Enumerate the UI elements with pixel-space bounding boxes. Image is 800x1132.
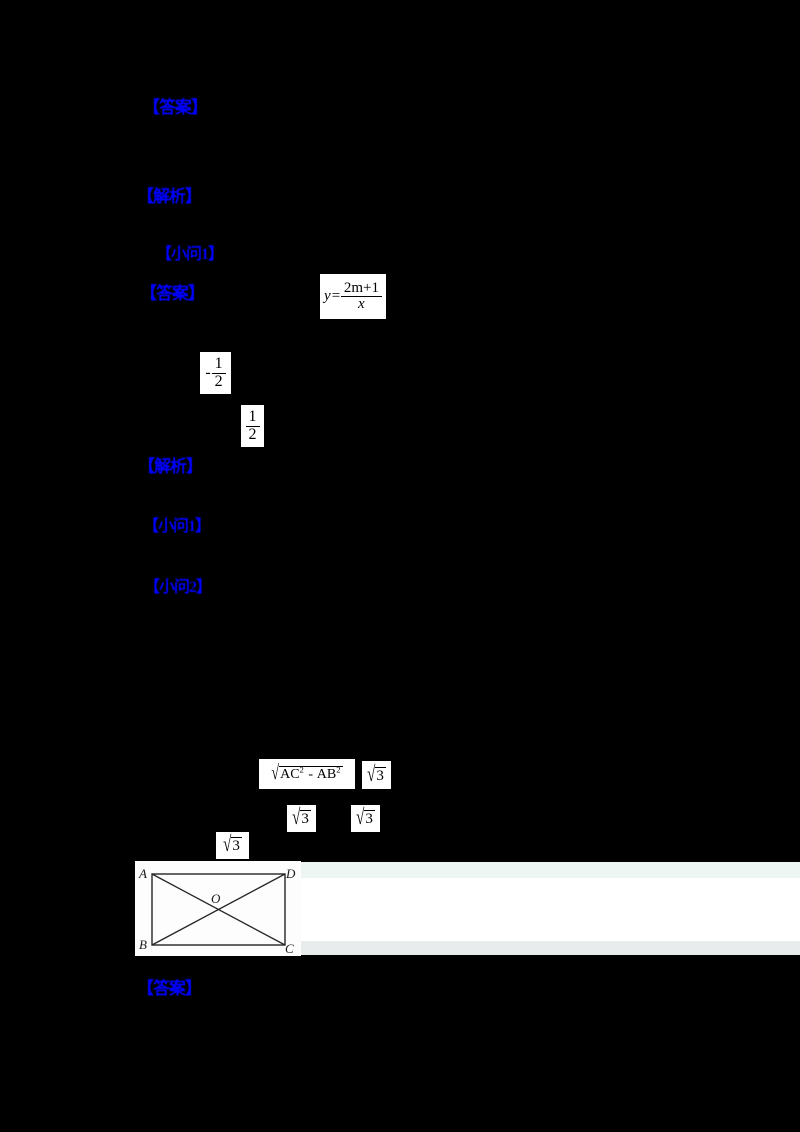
radical-sign-icon: √ <box>271 762 280 785</box>
fraction-neg-half-expression: - 1 2 <box>205 355 226 390</box>
radical-exponent-2: 2 <box>336 764 341 775</box>
rectangle-abcd-diagram: A D B C O <box>138 866 296 956</box>
radical-sign-icon: √ <box>223 833 232 857</box>
radical-three-b: √ 3 <box>287 805 316 832</box>
fraction-one-half: 1 2 <box>241 405 264 447</box>
radical-three-c-radicand: 3 <box>364 810 375 827</box>
formula-reciprocal-function: y= 2m+1 x <box>320 274 386 319</box>
formula-denominator: x <box>358 296 365 312</box>
radical-body: AC2 - AB2 <box>279 764 343 782</box>
formula-reciprocal-expression: y= 2m+1 x <box>324 280 382 313</box>
fraction-sign: - <box>205 364 211 381</box>
vertex-label-a: A <box>138 866 147 881</box>
formula-fraction: 2m+1 x <box>340 280 382 313</box>
diagonal-bd <box>151 873 286 946</box>
fraction-denominator: 2 <box>214 372 223 390</box>
fraction-body-2: 1 2 <box>245 408 260 443</box>
answer-label-2: 【答案】 <box>140 284 205 303</box>
page-strip-bottom <box>301 941 800 955</box>
fraction-numerator: 1 <box>211 355 226 374</box>
radical-three-d-radicand: 3 <box>231 837 242 854</box>
rectangle-outline <box>151 873 286 946</box>
fraction-negative-one-half: - 1 2 <box>200 352 231 394</box>
subquestion-label-2: 【小问1】 <box>143 518 211 535</box>
geometry-figure-panel: A D B C O <box>135 861 301 956</box>
radical-three-b-expression: √ 3 <box>292 806 311 830</box>
radical-sign-icon: √ <box>356 806 365 830</box>
radical-sign-icon: √ <box>367 763 376 787</box>
radical-three-d-expression: √ 3 <box>223 833 242 857</box>
formula-numerator: 2m+1 <box>340 280 382 297</box>
radical-three-c-expression: √ 3 <box>356 806 375 830</box>
radical-term-2: AB <box>316 767 337 782</box>
radical-operator: - <box>308 767 314 782</box>
radical-term-1: AC <box>280 767 300 782</box>
radical-three-a-expression: √ 3 <box>367 763 386 787</box>
answer-label-1: 【答案】 <box>143 98 208 117</box>
subquestion-label-3: 【小问2】 <box>144 579 212 596</box>
radical-ac-squared-minus-ab-squared: √ AC2 - AB2 <box>259 759 355 789</box>
subquestion-label-1: 【小问1】 <box>156 246 224 263</box>
radical-three-d: √ 3 <box>216 832 249 859</box>
radical-three-a-radicand: 3 <box>375 766 386 784</box>
radical-expression: √ AC2 - AB2 <box>271 762 343 785</box>
vertex-label-o: O <box>211 891 221 906</box>
vertex-label-c: C <box>285 941 294 956</box>
radical-three-a: √ 3 <box>362 761 391 789</box>
radical-exponent-1: 2 <box>299 764 304 775</box>
answer-label-3: 【答案】 <box>137 979 202 998</box>
vertex-label-d: D <box>285 866 296 881</box>
analysis-label-2: 【解析】 <box>138 457 203 476</box>
page-strip-body <box>301 878 800 941</box>
fraction-numerator-2: 1 <box>245 408 260 427</box>
analysis-label-1: 【解析】 <box>137 187 202 206</box>
page-strip-top <box>301 862 800 878</box>
fraction-body: 1 2 <box>211 355 226 390</box>
radical-sign-icon: √ <box>292 806 301 830</box>
radical-three-c: √ 3 <box>351 805 380 832</box>
formula-lhs: y= <box>324 288 341 304</box>
fraction-denominator-2: 2 <box>248 425 257 443</box>
vertex-label-b: B <box>139 937 147 952</box>
radical-three-b-radicand: 3 <box>300 810 311 827</box>
